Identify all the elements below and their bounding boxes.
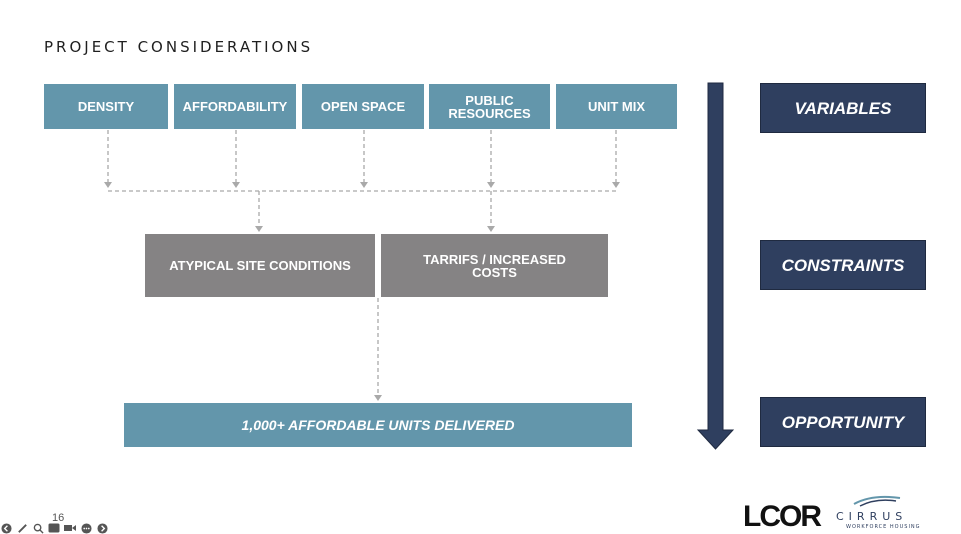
constraint-tarrifs: TARRIFS / INCREASED COSTS	[381, 234, 608, 297]
slide-title: PROJECT CONSIDERATIONS	[44, 38, 314, 56]
constraint-atypical-site: ATYPICAL SITE CONDITIONS	[145, 234, 375, 297]
cirrus-logo-mark	[853, 495, 901, 507]
variable-affordability: AFFORDABILITY	[174, 84, 296, 129]
forward-icon[interactable]	[96, 522, 108, 534]
flow-arrow	[696, 82, 735, 450]
result-units-delivered: 1,000+ AFFORDABLE UNITS DELIVERED	[124, 403, 632, 447]
camera-icon[interactable]	[64, 522, 76, 534]
stage-opportunity: OPPORTUNITY	[760, 397, 926, 447]
captions-icon[interactable]	[48, 522, 60, 534]
lcor-logo: LCOR	[743, 500, 822, 533]
variable-public-resources: PUBLIC RESOURCES	[429, 84, 550, 129]
variable-unit-mix: UNIT MIX	[556, 84, 677, 129]
more-icon[interactable]	[80, 522, 92, 534]
stage-variables: VARIABLES	[760, 83, 926, 133]
stage-constraints: CONSTRAINTS	[760, 240, 926, 290]
zoom-icon[interactable]	[32, 522, 44, 534]
page-number: 16	[52, 512, 65, 524]
presentation-toolbar	[0, 522, 108, 534]
cirrus-logo-subtitle: WORKFORCE HOUSING	[846, 524, 921, 530]
variable-open-space: OPEN SPACE	[302, 84, 424, 129]
variable-density: DENSITY	[44, 84, 168, 129]
pen-icon[interactable]	[16, 522, 28, 534]
cirrus-logo: CIRRUS	[836, 510, 908, 523]
back-icon[interactable]	[0, 522, 12, 534]
